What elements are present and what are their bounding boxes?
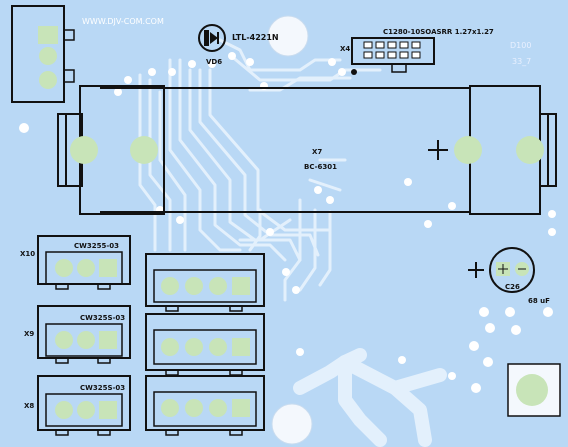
connector-x4: C1280-10SOASRR 1.27x1.27 X4 [340,28,494,75]
test-pad-bottom-right [507,363,561,417]
marker-top-label: D100 [510,41,531,50]
led-vd6: LTL-4221N VD6 [198,24,279,66]
x10-part-label: CW3255-03 [74,242,119,250]
led-ref-label: VD6 [206,58,222,66]
x10-ref-label: X10 [20,250,35,258]
copper-traces [138,38,382,302]
x4-ref-label: X4 [340,45,350,53]
connector-top-left [11,5,75,103]
connector-4pin-top [145,253,265,312]
battery-pads [70,136,544,164]
mounting-hole-bottom [271,403,313,445]
battery-part-label: BC-6301 [304,163,337,171]
capacitor-c26: C26 68 uF [468,247,550,305]
connector-4pin-middle [145,313,265,376]
power-trace [293,348,447,447]
battery-ref-label: X7 [312,148,322,156]
website-watermark: WWW.DJV-COM.COM [82,17,164,26]
marker-bottom-label: 33_7 [512,57,531,66]
x9-part-label: CW325S-03 [80,314,125,322]
mounting-hole-top [267,15,309,57]
connector-4pin-bottom [145,375,265,436]
capacitor-ref-label: C26 [505,283,520,291]
x8-part-label: CW325S-03 [80,384,125,392]
led-part-label: LTL-4221N [232,33,279,42]
x4-part-label: C1280-10SOASRR 1.27x1.27 [383,28,494,36]
x8-ref-label: X8 [24,402,34,410]
connector-x10: X10 CW3255-03 [20,235,131,290]
connector-x8: X8 CW325S-03 [24,375,131,436]
connector-x9: X9 CW325S-03 [24,305,131,364]
capacitor-value-label: 68 uF [528,297,550,305]
x9-ref-label: X9 [24,330,34,338]
